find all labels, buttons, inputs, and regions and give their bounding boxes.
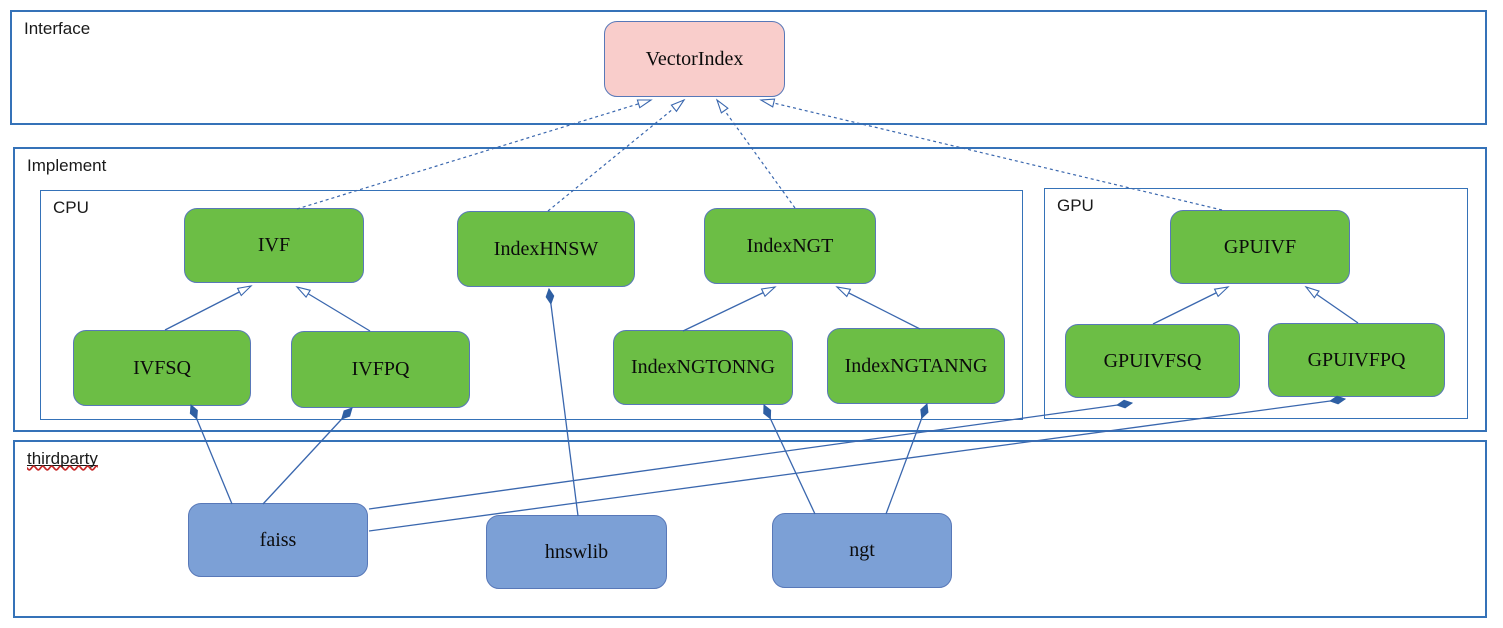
node-gpuivf[interactable]: GPUIVF xyxy=(1170,210,1350,284)
container-label-interface: Interface xyxy=(24,19,91,38)
node-ivfpq[interactable]: IVFPQ xyxy=(291,331,470,408)
node-label: IndexNGTANNG xyxy=(844,354,988,377)
node-label: IndexHNSW xyxy=(493,237,599,260)
node-label: hnswlib xyxy=(544,540,609,563)
node-label: IVFSQ xyxy=(133,356,191,379)
node-faiss[interactable]: faiss xyxy=(188,503,368,577)
node-hnswlib[interactable]: hnswlib xyxy=(486,515,667,589)
node-ivf[interactable]: IVF xyxy=(184,208,364,283)
container-label-implement: Implement xyxy=(27,156,107,175)
node-label: GPUIVFSQ xyxy=(1103,349,1202,372)
container-label-cpu: CPU xyxy=(53,198,89,217)
node-vectorindex[interactable]: VectorIndex xyxy=(604,21,785,97)
container-label-gpu: GPU xyxy=(1057,196,1094,215)
node-label: IVFPQ xyxy=(351,358,410,380)
node-ngt[interactable]: ngt xyxy=(772,513,952,588)
node-label: GPUIVF xyxy=(1223,235,1297,258)
node-ivfsq[interactable]: IVFSQ xyxy=(73,330,251,406)
node-label: IndexNGT xyxy=(746,234,834,257)
node-label: IVF xyxy=(257,234,291,256)
node-gpuivfpq[interactable]: GPUIVFPQ xyxy=(1268,323,1445,397)
node-label: ngt xyxy=(849,539,875,561)
node-indexhnsw[interactable]: IndexHNSW xyxy=(457,211,635,287)
node-gpuivfsq[interactable]: GPUIVFSQ xyxy=(1065,324,1240,398)
node-label: VectorIndex xyxy=(645,47,744,70)
node-indexngt[interactable]: IndexNGT xyxy=(704,208,876,284)
container-label-thirdparty: thirdparty xyxy=(27,449,98,469)
node-indexngtonng[interactable]: IndexNGTONNG xyxy=(613,330,793,405)
node-label: faiss xyxy=(259,528,297,551)
node-label: GPUIVFPQ xyxy=(1307,348,1406,371)
node-label: IndexNGTONNG xyxy=(630,356,776,378)
node-indexngtanng[interactable]: IndexNGTANNG xyxy=(827,328,1005,404)
spellcheck-underline-text: thirdparty xyxy=(27,449,98,468)
